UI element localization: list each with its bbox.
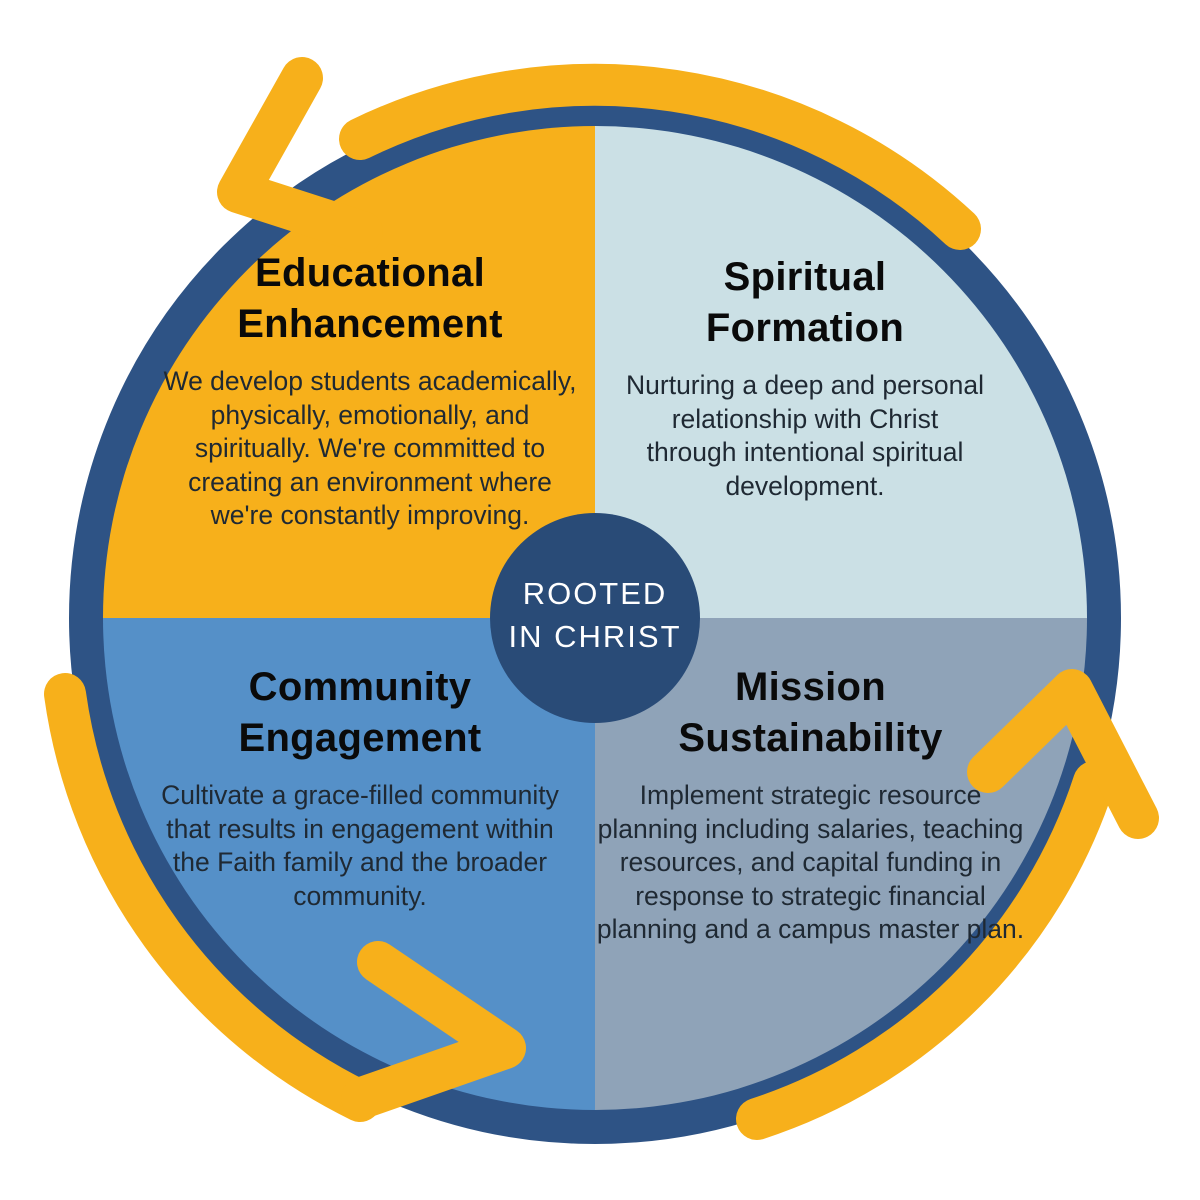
quadrant-educational-body: We develop students academically, physic… (163, 366, 577, 530)
quadrant-community-fill (103, 618, 595, 1110)
quadrant-mission: Mission Sustainability Implement strateg… (578, 662, 1043, 946)
right-arrowhead-icon (967, 669, 1159, 839)
left-arrow-stem (44, 673, 381, 1122)
quadrant-educational-fill (103, 126, 595, 618)
quadrant-spiritual-body: Nurturing a deep and personal relationsh… (626, 370, 984, 501)
right-arrow-stem (736, 761, 1115, 1140)
center-circle (490, 513, 700, 723)
quadrant-spiritual-fill (595, 126, 1087, 618)
quadrant-community-body: Cultivate a grace-filled community that … (161, 780, 559, 911)
quadrant-educational: Educational Enhancement We develop stude… (130, 248, 610, 532)
center-label-line1: ROOTED (522, 576, 668, 611)
outer-ring (69, 92, 1121, 1144)
left-arrowhead-icon (341, 941, 526, 1119)
quadrant-educational-title: Educational Enhancement (237, 251, 503, 347)
quadrant-mission-body: Implement strategic resource planning in… (596, 780, 1025, 944)
quadrant-mission-title: Mission Sustainability (678, 665, 943, 761)
quadrant-mission-fill (595, 618, 1087, 1110)
top-arrowhead-icon (217, 57, 383, 253)
quadrant-spiritual: Spiritual Formation Nurturing a deep and… (590, 252, 1020, 503)
quadrant-community-title: Community Engagement (238, 665, 482, 761)
center-label-line2: IN CHRIST (508, 619, 682, 655)
quadrant-spiritual-title: Spiritual Formation (705, 255, 905, 351)
top-arrow-stem (339, 63, 981, 250)
quadrant-community: Community Engagement Cultivate a grace-f… (140, 662, 580, 913)
center-label: ROOTED IN CHRIST (475, 572, 715, 659)
cycle-arrows (44, 57, 1159, 1140)
